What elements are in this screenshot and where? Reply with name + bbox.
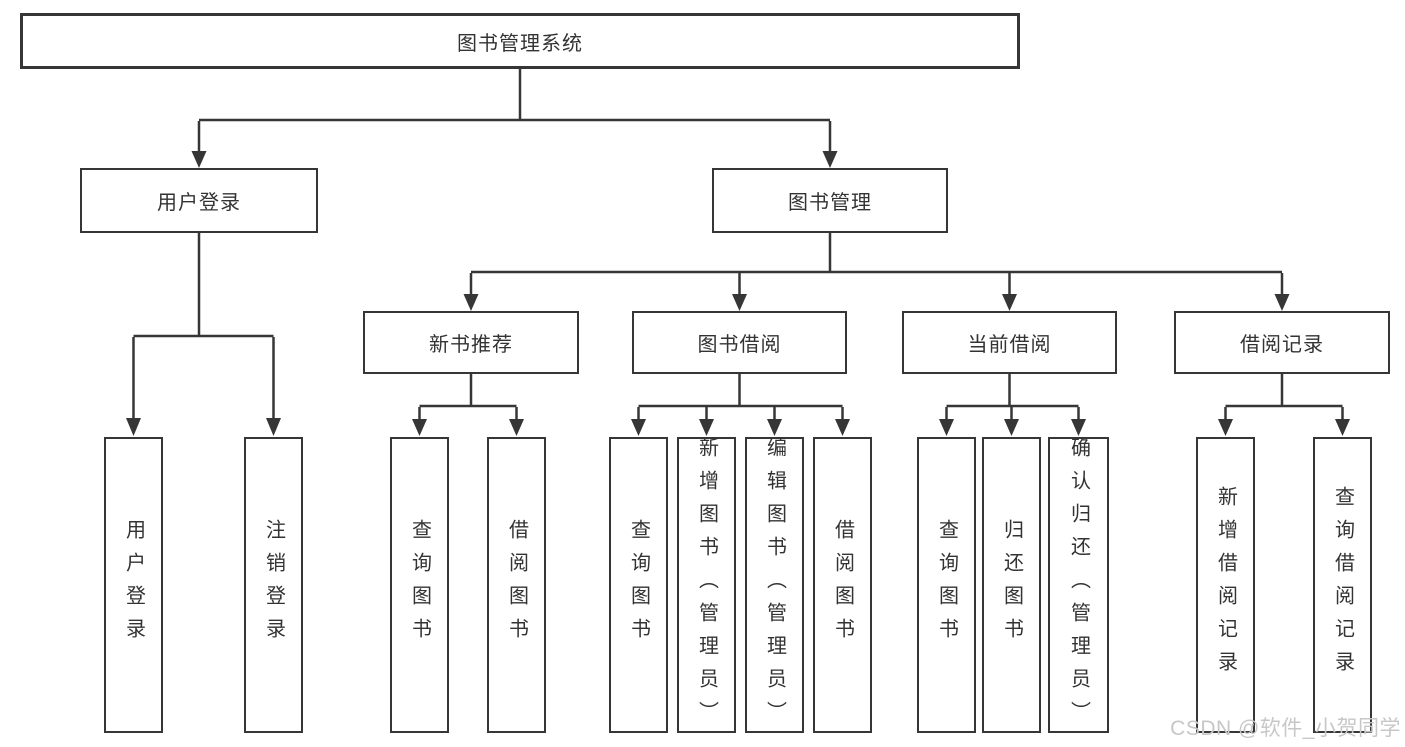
node-user-login: 用户登录 (80, 168, 318, 233)
leaf-borrow-book-label: 借阅图书 (831, 519, 854, 651)
leaf-newrec-borrow-book-label: 借阅图书 (505, 519, 528, 651)
node-book-borrow: 图书借阅 (632, 311, 847, 374)
leaf-newrec-query-book: 查询图书 (390, 437, 449, 733)
leaf-user-login-label: 用户登录 (122, 519, 145, 651)
leaf-add-book-admin-label: 新增图书（管理员） (695, 436, 718, 734)
leaf-edit-book-admin: 编辑图书（管理员） (745, 436, 804, 734)
node-book-borrow-label: 图书借阅 (697, 334, 782, 356)
leaf-query-borrow-record: 查询借阅记录 (1313, 437, 1372, 733)
node-borrow-record: 借阅记录 (1174, 311, 1390, 374)
leaf-borrow-query-book-label: 查询图书 (627, 519, 650, 651)
node-user-login-label: 用户登录 (157, 192, 241, 214)
node-root: 图书管理系统 (20, 13, 1020, 69)
leaf-current-query-book: 查询图书 (917, 437, 976, 733)
leaf-logout: 注销登录 (244, 437, 303, 733)
leaf-confirm-return-admin: 确认归还（管理员） (1048, 436, 1109, 734)
leaf-add-borrow-record-label: 新增借阅记录 (1214, 486, 1237, 684)
leaf-add-book-admin: 新增图书（管理员） (677, 436, 736, 734)
leaf-query-borrow-record-label: 查询借阅记录 (1331, 486, 1354, 684)
node-current-borrow-label: 当前借阅 (967, 334, 1052, 356)
leaf-return-book-label: 归还图书 (1000, 519, 1023, 651)
leaf-newrec-borrow-book: 借阅图书 (487, 437, 546, 733)
leaf-confirm-return-admin-label: 确认归还（管理员） (1067, 436, 1090, 734)
csdn-watermark: CSDN @软件_小贺同学 (1170, 717, 1401, 740)
node-current-borrow: 当前借阅 (902, 311, 1117, 374)
leaf-newrec-query-book-label: 查询图书 (408, 519, 431, 651)
leaf-current-query-book-label: 查询图书 (935, 519, 958, 651)
leaf-borrow-query-book: 查询图书 (609, 437, 668, 733)
leaf-add-borrow-record: 新增借阅记录 (1196, 437, 1255, 733)
node-root-label: 图书管理系统 (457, 32, 583, 55)
leaf-edit-book-admin-label: 编辑图书（管理员） (763, 436, 786, 734)
leaf-return-book: 归还图书 (982, 437, 1041, 733)
node-book-mgmt: 图书管理 (712, 168, 948, 233)
node-borrow-record-label: 借阅记录 (1240, 334, 1324, 356)
node-book-mgmt-label: 图书管理 (788, 192, 872, 214)
node-new-book-rec: 新书推荐 (363, 311, 579, 374)
leaf-borrow-book: 借阅图书 (813, 437, 872, 733)
leaf-user-login: 用户登录 (104, 437, 163, 733)
leaf-logout-label: 注销登录 (262, 519, 285, 651)
node-new-book-rec-label: 新书推荐 (429, 334, 513, 356)
